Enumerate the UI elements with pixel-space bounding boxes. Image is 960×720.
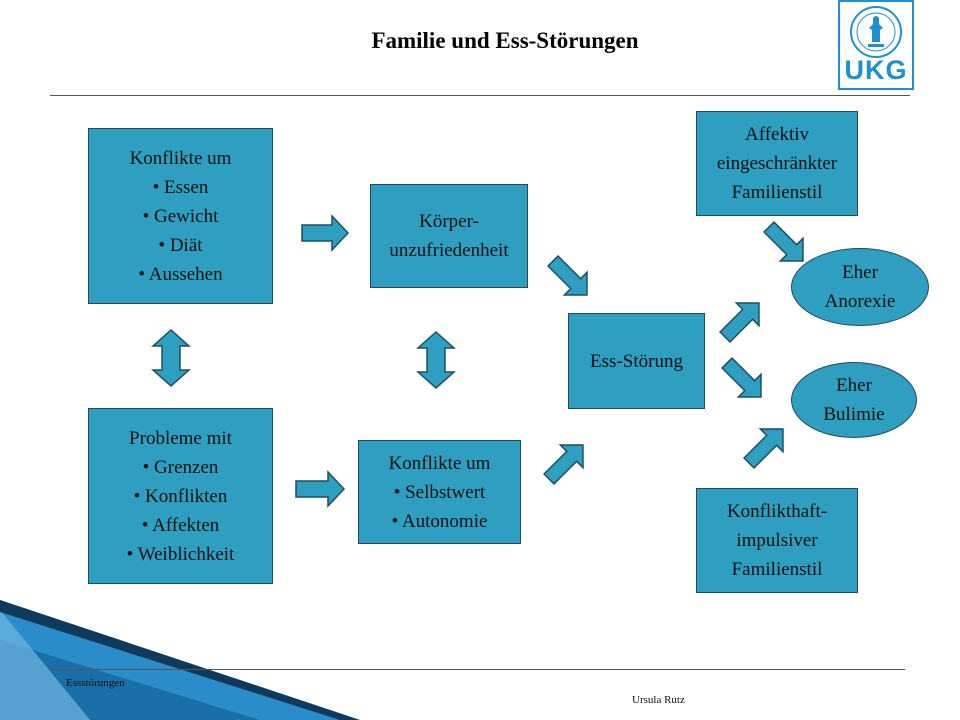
box-line: • Grenzen (142, 456, 219, 478)
box-line: Familienstil (731, 559, 823, 580)
arrow-right-icon (295, 470, 346, 508)
logo-text: UKG (844, 55, 908, 85)
box-line: Körper- (419, 211, 479, 232)
box-selbstwert: Konflikte um • Selbstwert • Autonomie (358, 440, 521, 544)
footer-author: Ursula Rutz (632, 694, 685, 706)
box-affektiv: Affektiv eingeschränkter Familienstil (696, 111, 858, 216)
box-konflikte-essen: Konflikte um • Essen • Gewicht • Diät • … (88, 128, 273, 304)
box-line: • Diät (158, 234, 203, 256)
oval-line: Eher (836, 375, 872, 396)
box-konflikthaft: Konflikthaft- impulsiver Familienstil (696, 488, 858, 593)
double-arrow-vertical-icon (151, 328, 191, 388)
box-line: • Essen (152, 176, 209, 198)
box-line: unzufriedenheit (389, 240, 509, 261)
box-line: impulsiver (736, 530, 818, 551)
footer-divider (50, 669, 905, 670)
box-line: • Weiblichkeit (126, 543, 235, 565)
double-arrow-vertical-icon (416, 330, 456, 390)
box-line: • Autonomie (391, 510, 488, 532)
box-line: • Selbstwert (393, 481, 486, 503)
arrow-up-right-icon (719, 302, 760, 343)
arrow-up-right-icon (743, 428, 784, 469)
title-divider (50, 95, 910, 96)
box-koerperunzufriedenheit: Körper- unzufriedenheit (370, 184, 528, 288)
box-line: • Affekten (141, 514, 220, 536)
box-line: Ess-Störung (590, 350, 683, 372)
arrow-down-right-icon (547, 255, 588, 296)
oval-line: Anorexie (824, 291, 896, 312)
box-line: Konflikthaft- (726, 501, 828, 522)
oval-eher-bulimie: Eher Bulimie (791, 362, 917, 438)
box-line: Konflikte um (388, 452, 491, 474)
box-line: Affektiv (744, 124, 810, 145)
oval-eher-anorexie: Eher Anorexie (791, 248, 929, 326)
arrow-right-icon (301, 214, 350, 252)
box-line: • Konflikten (133, 485, 228, 507)
oval-line: Eher (842, 262, 878, 283)
ukg-logo: UKG (838, 0, 914, 90)
box-line: • Aussehen (138, 263, 223, 285)
arrow-down-right-icon (721, 357, 762, 398)
box-probleme: Probleme mit • Grenzen • Konflikten • Af… (88, 408, 273, 584)
corner-decoration (0, 600, 360, 720)
footer-topic: Essstörungen (66, 677, 125, 689)
box-line: eingeschränkter (716, 153, 838, 174)
box-line: Familienstil (731, 182, 823, 203)
box-ess-stoerung: Ess-Störung (568, 313, 705, 409)
box-line: Probleme mit (129, 427, 232, 449)
oval-line: Bulimie (823, 404, 885, 425)
arrow-up-right-icon (543, 444, 584, 485)
slide-title: Familie und Ess-Störungen (371, 28, 639, 53)
university-seal-icon (850, 6, 902, 58)
box-line: Konflikte um (129, 147, 232, 169)
box-line: • Gewicht (142, 205, 219, 227)
arrow-down-right-icon (763, 221, 804, 262)
